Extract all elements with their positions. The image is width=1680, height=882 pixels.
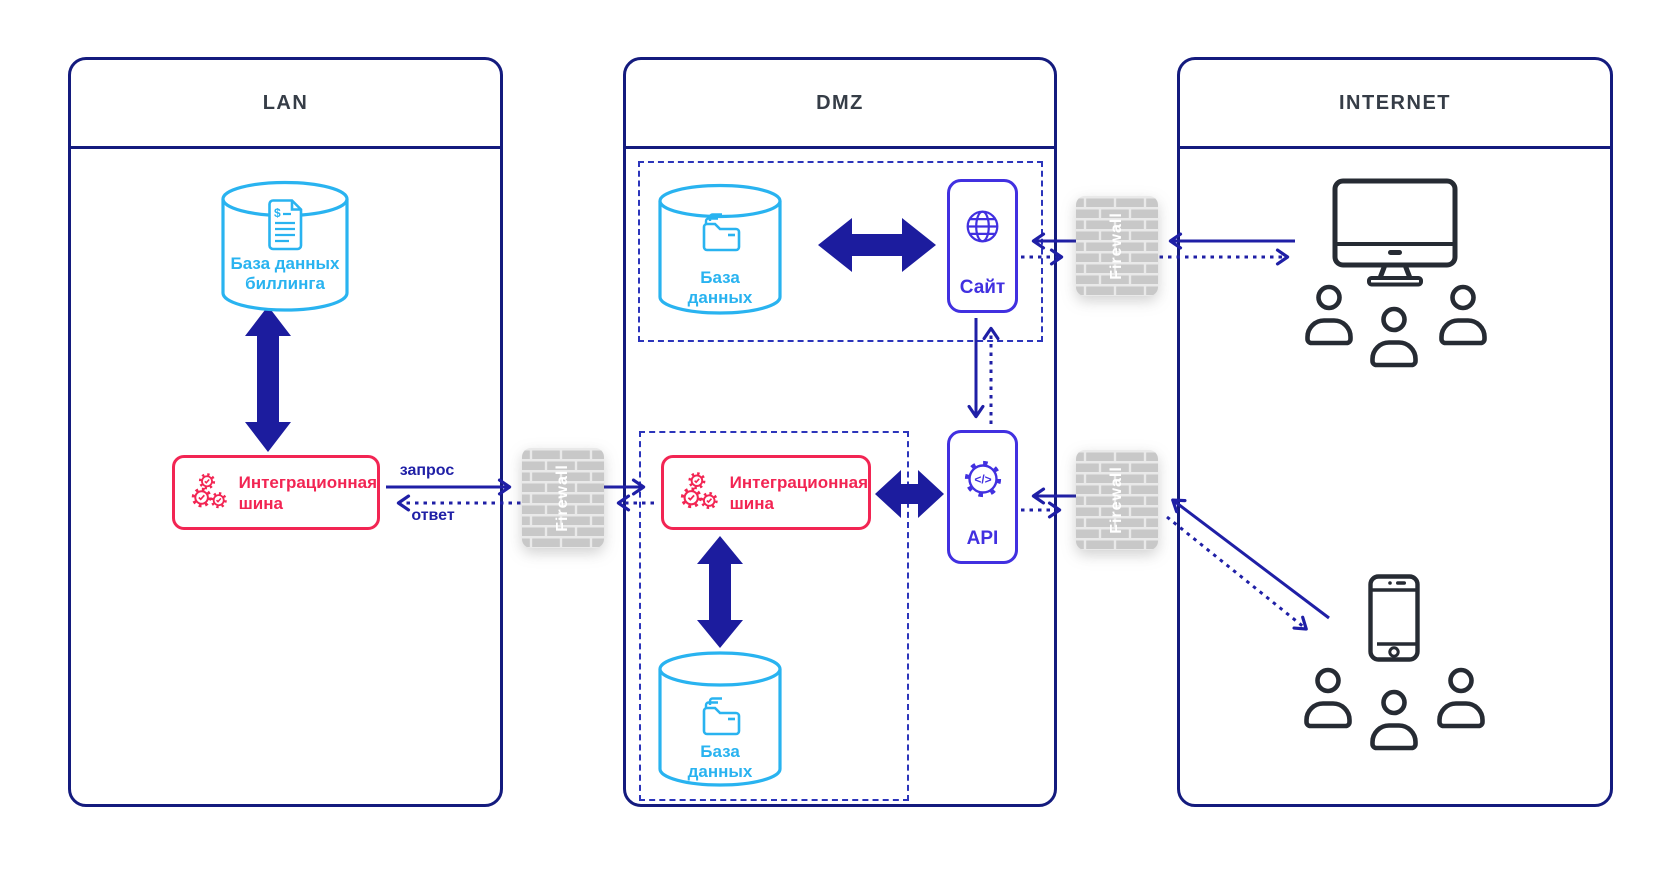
- zone-internet-header: INTERNET: [1180, 60, 1610, 149]
- zone-dmz-header: DMZ: [626, 60, 1054, 149]
- response-label: ответ: [411, 507, 455, 524]
- api-box: </> API: [947, 430, 1018, 564]
- billing-document-icon: $: [268, 199, 303, 251]
- site-label: Сайт: [959, 277, 1006, 298]
- gears-icon: [191, 472, 227, 508]
- api-gear-code-icon: </>: [964, 460, 1002, 498]
- thick-arrow-dmzbus-api: [875, 470, 944, 518]
- brick-wall-icon: [522, 448, 604, 548]
- billing-db-cylinder: [221, 180, 349, 312]
- brick-wall-icon: [1076, 196, 1158, 296]
- user-icon: [1305, 284, 1353, 346]
- firewall-dmz-internet-bottom: Firewall: [1076, 450, 1158, 550]
- dmz-bus-label: Интеграционная шина: [730, 472, 868, 514]
- dmz-integration-bus: Интеграционная шина: [661, 455, 871, 530]
- dmz-db-bottom-label-line1: База: [700, 742, 740, 761]
- folder-stack-icon: [702, 697, 741, 736]
- firewall-label: Firewall: [553, 464, 571, 532]
- dmz-db-top-label-line2: данных: [687, 288, 753, 307]
- thick-arrow-dmzdb-site: [818, 218, 936, 272]
- user-icon: [1439, 284, 1487, 346]
- thick-arrow-dmzbus-dmzdb: [697, 536, 743, 648]
- user-icon: [1304, 667, 1352, 729]
- dmz-db-bottom-label-line2: данных: [687, 762, 753, 781]
- billing-db-label: База данных биллинга: [221, 254, 349, 294]
- dmz-bus-subzone: [639, 431, 909, 801]
- dmz-db-bottom-label: База данных: [658, 742, 782, 782]
- lan-bus-label-line1: Интеграционная: [238, 472, 377, 492]
- firewall-dmz-internet-top: Firewall: [1076, 196, 1158, 296]
- firewall-label: Firewall: [1107, 212, 1125, 280]
- firewall-lan-dmz: Firewall: [522, 448, 604, 548]
- firewall-label: Firewall: [1107, 466, 1125, 534]
- smartphone-icon: [1368, 574, 1420, 662]
- dollar-glyph: $: [274, 206, 281, 220]
- edge-fw-to-mobile-dashed-diagonal: [1166, 515, 1308, 631]
- user-icon: [1437, 667, 1485, 729]
- dmz-db-top-cylinder: [658, 183, 782, 315]
- dmz-bus-label-line1: Интеграционная: [729, 472, 868, 492]
- dmz-db-top-label: База данных: [658, 268, 782, 308]
- billing-db-label-line2: биллинга: [245, 274, 325, 293]
- dmz-db-top-label-line1: База: [700, 268, 740, 287]
- desktop-monitor-icon: [1332, 178, 1458, 287]
- globe-icon: [966, 210, 999, 243]
- site-box: Сайт: [947, 179, 1018, 313]
- zone-lan-title: LAN: [262, 91, 309, 114]
- brick-wall-icon: [1076, 450, 1158, 550]
- billing-db-label-line1: База данных: [230, 254, 340, 273]
- code-glyph: </>: [974, 473, 991, 487]
- thick-arrow-billingdb-lanbus: [245, 306, 291, 452]
- request-label: запрос: [399, 462, 455, 479]
- user-icon: [1370, 689, 1418, 751]
- zone-internet-title: INTERNET: [1339, 91, 1451, 114]
- zone-internet: INTERNET: [1177, 57, 1613, 807]
- zone-dmz: DMZ: [623, 57, 1057, 807]
- dmz-bus-label-line2: шина: [729, 493, 774, 513]
- zone-dmz-title: DMZ: [816, 91, 864, 114]
- zone-lan-header: LAN: [71, 60, 500, 149]
- dmz-db-bottom-cylinder: [658, 651, 782, 787]
- lan-bus-label: Интеграционная шина: [239, 472, 377, 514]
- api-label: API: [966, 528, 999, 549]
- gears-icon: [680, 471, 718, 509]
- zone-lan: LAN: [68, 57, 503, 807]
- edge-mobile-to-fw-diagonal: [1171, 498, 1330, 620]
- user-icon: [1370, 306, 1418, 368]
- folder-stack-icon: [702, 213, 741, 252]
- dmz-web-subzone: [638, 161, 1043, 342]
- lan-integration-bus: Интеграционная шина: [172, 455, 380, 530]
- lan-bus-label-line2: шина: [238, 493, 283, 513]
